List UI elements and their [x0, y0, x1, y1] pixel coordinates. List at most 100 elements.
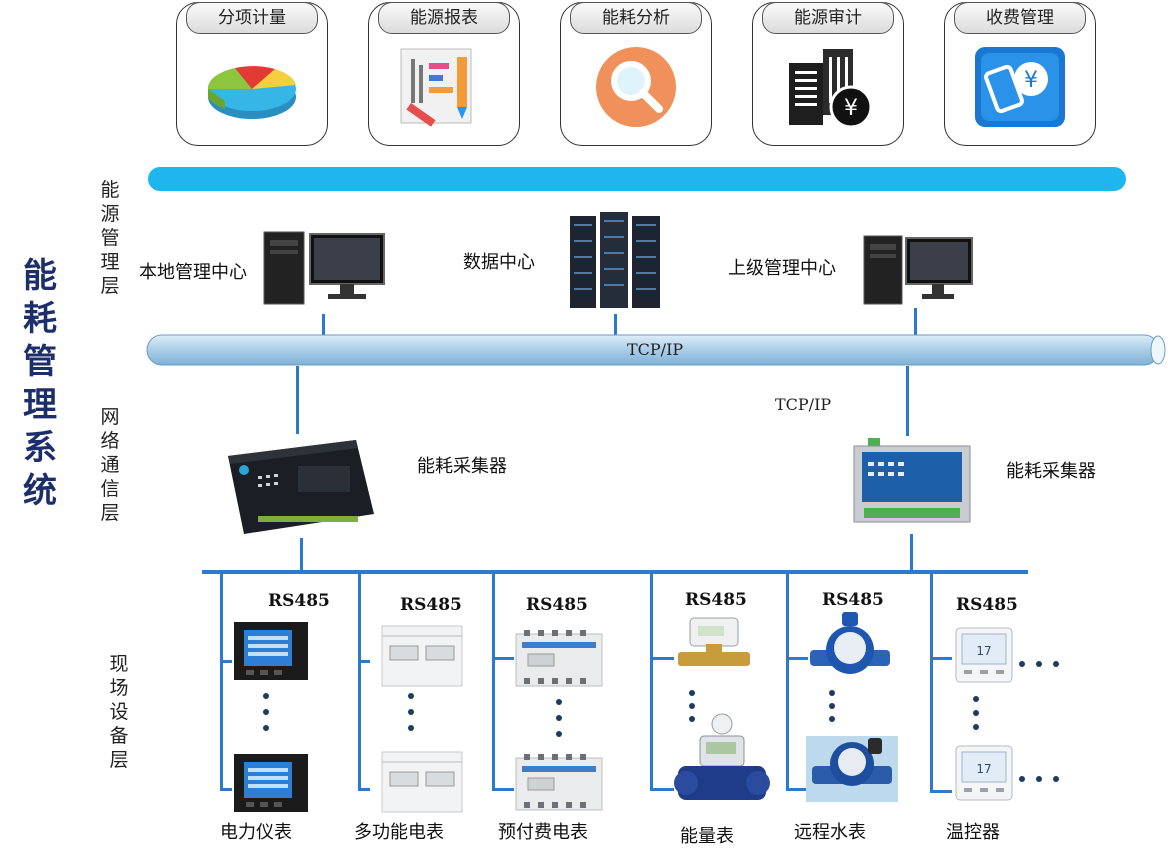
- thermostat-device-icon: 17: [954, 626, 1014, 684]
- ellipsis-dot: [408, 725, 414, 731]
- link-datacenter: [614, 314, 617, 336]
- link-collector-left-up: [296, 366, 299, 434]
- ellipsis-dot: [408, 693, 414, 699]
- ellipsis-dot: [829, 716, 835, 722]
- ellipsis-dot: [1019, 776, 1025, 782]
- platform-bar: [148, 167, 1126, 191]
- rs485-label: RS485: [526, 595, 588, 615]
- local-mgmt-computer-icon: [262, 228, 386, 308]
- rs485-tap: [492, 657, 514, 660]
- ellipsis-dot: [1019, 661, 1025, 667]
- ellipsis-dot: [263, 693, 269, 699]
- collector-left-label: 能耗采集器: [417, 456, 507, 477]
- link-collector-right-up: [906, 366, 909, 436]
- datacenter-server-icon: [568, 210, 662, 312]
- payment-yen-icon: ¥: [973, 45, 1067, 129]
- power-meter-device-icon: [232, 620, 310, 682]
- pie-chart-icon: [205, 45, 299, 129]
- ellipsis-dot: [1053, 661, 1059, 667]
- ellipsis-dot: [689, 716, 695, 722]
- link-local: [322, 314, 325, 336]
- module-card-report[interactable]: 能源报表: [368, 2, 520, 146]
- rs485-branch: [786, 572, 789, 790]
- module-card-audit[interactable]: 能源审计 ¥: [752, 2, 904, 146]
- ellipsis-dot: [1053, 776, 1059, 782]
- multifunction-meter-device-icon: [380, 624, 464, 688]
- thermostat-device-icon: 17: [954, 744, 1014, 802]
- ellipsis-dot: [1036, 776, 1042, 782]
- device-name: 能量表: [680, 826, 734, 847]
- rs485-tap: [492, 788, 514, 791]
- device-name: 多功能电表: [354, 822, 444, 843]
- device-name: 电力仪表: [220, 822, 292, 843]
- ellipsis-dot: [263, 709, 269, 715]
- rs485-branch: [930, 572, 933, 792]
- module-label: 能源报表: [378, 2, 510, 34]
- layer-label-energy-mgmt: 能源管理层: [100, 179, 120, 297]
- device-name: 温控器: [946, 822, 1000, 843]
- water-meter-photo-icon: [806, 736, 898, 802]
- rs485-label: RS485: [400, 595, 462, 615]
- ellipsis-dot: [263, 725, 269, 731]
- ellipsis-dot: [973, 724, 979, 730]
- collector-right-label: 能耗采集器: [1006, 461, 1096, 482]
- ellipsis-dot: [556, 699, 562, 705]
- ellipsis-dot: [973, 710, 979, 716]
- upper-mgmt-computer-icon: [862, 232, 974, 306]
- rs485-tap: [930, 790, 952, 793]
- ellipsis-dot: [408, 709, 414, 715]
- rs485-trunk-bus: [202, 570, 1028, 574]
- layer-label-network: 网络通信层: [100, 406, 120, 524]
- rs485-tap: [650, 657, 674, 660]
- report-icon: [397, 45, 491, 129]
- device-name: 远程水表: [794, 822, 866, 843]
- link-collector-left-down: [300, 538, 303, 572]
- ellipsis-dot: [556, 715, 562, 721]
- svg-text:17: 17: [976, 762, 991, 776]
- rs485-tap: [930, 657, 952, 660]
- upper-mgmt-label: 上级管理中心: [728, 258, 836, 279]
- rs485-tap: [786, 788, 808, 791]
- prepaid-meter-device-icon: [514, 752, 604, 814]
- ellipsis-dot: [689, 703, 695, 709]
- collector-left-device-icon: [224, 436, 376, 538]
- tcpip-bus-pipe: [146, 334, 1168, 366]
- right-link-label: TCP/IP: [775, 395, 832, 414]
- device-name: 预付费电表: [498, 822, 588, 843]
- module-label: 能耗分析: [570, 2, 702, 34]
- ellipsis-dot: [556, 731, 562, 737]
- prepaid-meter-device-icon: [514, 628, 604, 690]
- ellipsis-dot: [973, 696, 979, 702]
- link-collector-right-down: [910, 534, 913, 572]
- heat-meter-small-device-icon: [676, 614, 752, 678]
- multifunction-meter-device-icon: [380, 750, 464, 814]
- tcpip-bus-label: TCP/IP: [627, 340, 684, 359]
- heat-meter-large-device-icon: [674, 710, 770, 804]
- layer-label-field: 现场设备层: [109, 653, 129, 771]
- module-label: 能源审计: [762, 2, 894, 34]
- module-card-metering[interactable]: 分项计量: [176, 2, 328, 146]
- module-label: 分项计量: [186, 2, 318, 34]
- ellipsis-dot: [829, 703, 835, 709]
- rs485-label: RS485: [956, 595, 1018, 615]
- ellipsis-dot: [829, 690, 835, 696]
- power-meter-device-icon: [232, 752, 310, 814]
- rs485-tap: [220, 788, 232, 791]
- water-meter-device-icon: [808, 610, 892, 688]
- page-title: 能耗管理系统: [23, 256, 57, 511]
- rs485-branch: [220, 572, 223, 790]
- collector-right-device-icon: [850, 436, 974, 534]
- module-card-analysis[interactable]: 能耗分析: [560, 2, 712, 146]
- rs485-tap: [358, 660, 370, 663]
- rs485-label: RS485: [822, 590, 884, 610]
- local-mgmt-label: 本地管理中心: [139, 262, 247, 283]
- module-label: 收费管理: [954, 2, 1086, 34]
- rs485-branch: [358, 572, 361, 790]
- svg-text:¥: ¥: [1024, 68, 1038, 93]
- rs485-branch: [650, 572, 653, 790]
- rs485-label: RS485: [268, 591, 330, 611]
- rs485-label: RS485: [685, 590, 747, 610]
- rs485-tap: [786, 657, 808, 660]
- module-card-billing[interactable]: 收费管理 ¥: [944, 2, 1096, 146]
- magnifier-icon: [589, 45, 683, 129]
